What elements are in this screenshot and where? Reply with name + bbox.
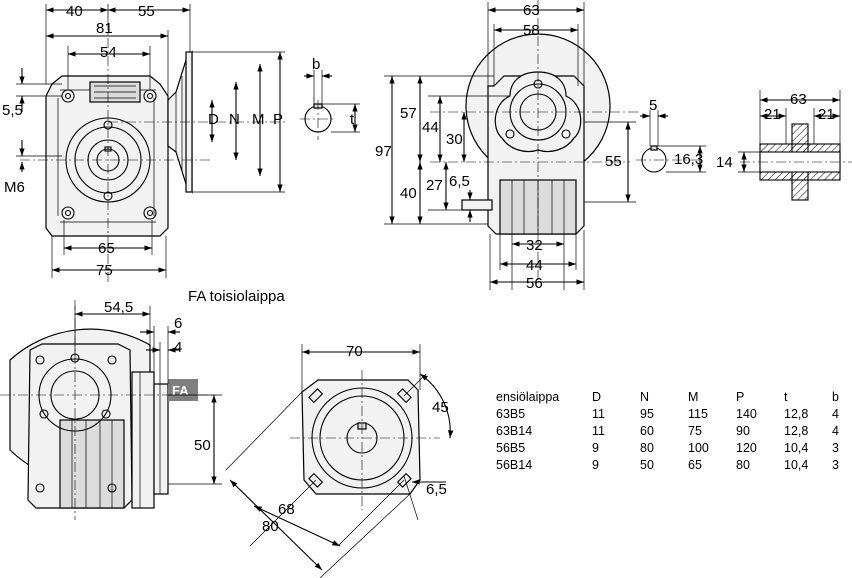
table-header-cell: t bbox=[784, 390, 788, 404]
table-cell: 3 bbox=[832, 458, 839, 472]
label-m6: M6 bbox=[4, 179, 25, 196]
table-cell: 4 bbox=[832, 424, 839, 438]
table-header-cell: b bbox=[832, 390, 839, 404]
front-view-with-input-flange: 40 55 81 54 5,5 M6 65 75 bbox=[2, 3, 285, 282]
table-header-cell: D bbox=[592, 390, 601, 404]
dim-side-63: 63 bbox=[523, 2, 540, 19]
dim-fa-4: 4 bbox=[174, 339, 182, 356]
dim-65: 65 bbox=[98, 240, 115, 257]
table-cell: 95 bbox=[640, 407, 654, 421]
table-cell: 11 bbox=[592, 424, 605, 438]
dim-shaft-63: 63 bbox=[790, 91, 807, 108]
dim-81: 81 bbox=[96, 20, 113, 37]
dim-shaft-14: 14 bbox=[716, 154, 733, 171]
dim-key-16-3: 16,3 bbox=[674, 151, 703, 168]
table-cell: 60 bbox=[640, 424, 654, 438]
dim-shaft-21a: 21 bbox=[764, 106, 781, 123]
dim-side-57: 57 bbox=[400, 105, 417, 122]
table-cell: 56B14 bbox=[496, 458, 532, 472]
table-cell: 9 bbox=[592, 458, 599, 472]
label-M: M bbox=[252, 111, 265, 128]
table-cell: 10,4 bbox=[784, 458, 808, 472]
table-cell: 3 bbox=[832, 441, 839, 455]
table-cell: 120 bbox=[736, 441, 757, 455]
dim-side-97: 97 bbox=[375, 143, 392, 160]
dim-side-55: 55 bbox=[605, 153, 622, 170]
dim-40: 40 bbox=[66, 3, 83, 20]
table-cell: 140 bbox=[736, 407, 757, 421]
table-cell: 56B5 bbox=[496, 441, 525, 455]
table-cell: 63B5 bbox=[496, 407, 525, 421]
table-cell: 80 bbox=[640, 441, 654, 455]
dim-side-32: 32 bbox=[526, 237, 543, 254]
table-cell: 9 bbox=[592, 441, 599, 455]
dim-side-30: 30 bbox=[446, 131, 463, 148]
dim-55: 55 bbox=[138, 3, 155, 20]
label-b: b bbox=[312, 56, 320, 73]
table-cell: 12,8 bbox=[784, 407, 808, 421]
table-cell: 75 bbox=[688, 424, 702, 438]
label-N: N bbox=[229, 111, 240, 128]
table-header-cell: N bbox=[640, 390, 649, 404]
dim-plate-68: 68 bbox=[278, 501, 295, 518]
table-cell: 50 bbox=[640, 458, 654, 472]
dim-fa-54-5: 54,5 bbox=[104, 299, 133, 316]
label-P: P bbox=[273, 111, 283, 128]
dim-side-44b: 44 bbox=[526, 257, 543, 274]
table-cell: 11 bbox=[592, 407, 605, 421]
dim-plate-45: 45 bbox=[432, 399, 449, 416]
table-header-cell: M bbox=[688, 390, 698, 404]
dim-fa-6: 6 bbox=[174, 315, 182, 332]
label-t: t bbox=[350, 111, 355, 128]
table-cell: 12,8 bbox=[784, 424, 808, 438]
dim-54: 54 bbox=[100, 44, 117, 61]
dim-side-6-5: 6,5 bbox=[449, 173, 470, 190]
table-cell: 100 bbox=[688, 441, 709, 455]
hollow-shaft-section: 63 21 21 14 bbox=[716, 90, 852, 201]
dim-plate-6-5: 6,5 bbox=[426, 481, 447, 498]
table-cell: 80 bbox=[736, 458, 750, 472]
dim-side-58: 58 bbox=[523, 22, 540, 39]
dim-plate-80: 80 bbox=[262, 518, 279, 535]
input-bore-detail: b t bbox=[300, 56, 360, 140]
side-view: 63 58 97 57 40 44 30 27 6,5 55 bbox=[375, 0, 640, 292]
table-cell: 10,4 bbox=[784, 441, 808, 455]
fa-flange-plate-view: 70 45 6,5 68 80 bbox=[225, 343, 454, 578]
label-D: D bbox=[208, 111, 219, 128]
table-cell: 65 bbox=[688, 458, 702, 472]
table-header-cell: P bbox=[736, 390, 744, 404]
dim-side-44: 44 bbox=[422, 119, 439, 136]
dim-side-27: 27 bbox=[426, 177, 443, 194]
dim-key-5: 5 bbox=[649, 97, 657, 114]
dim-75: 75 bbox=[96, 262, 113, 279]
dim-fa-50: 50 bbox=[194, 437, 211, 454]
fa-flange-title: FA toisiolaippa bbox=[188, 288, 285, 305]
dim-plate-70: 70 bbox=[346, 343, 363, 360]
table-header-cell: ensiölaippa bbox=[496, 390, 559, 404]
dim-side-56: 56 bbox=[526, 275, 543, 292]
table-cell: 90 bbox=[736, 424, 750, 438]
fa-badge-text: FA bbox=[172, 383, 189, 398]
table-cell: 115 bbox=[688, 407, 708, 421]
table-cell: 4 bbox=[832, 407, 839, 421]
table-cell: 63B14 bbox=[496, 424, 532, 438]
fa-output-flange-view: FA toisiolaippa FA 54,5 6 bbox=[0, 288, 285, 520]
dim-5-5: 5,5 bbox=[2, 102, 23, 119]
hollow-shaft-key-detail: 5 16,3 bbox=[636, 97, 706, 173]
dim-shaft-21b: 21 bbox=[818, 106, 835, 123]
dim-side-40: 40 bbox=[400, 185, 417, 202]
